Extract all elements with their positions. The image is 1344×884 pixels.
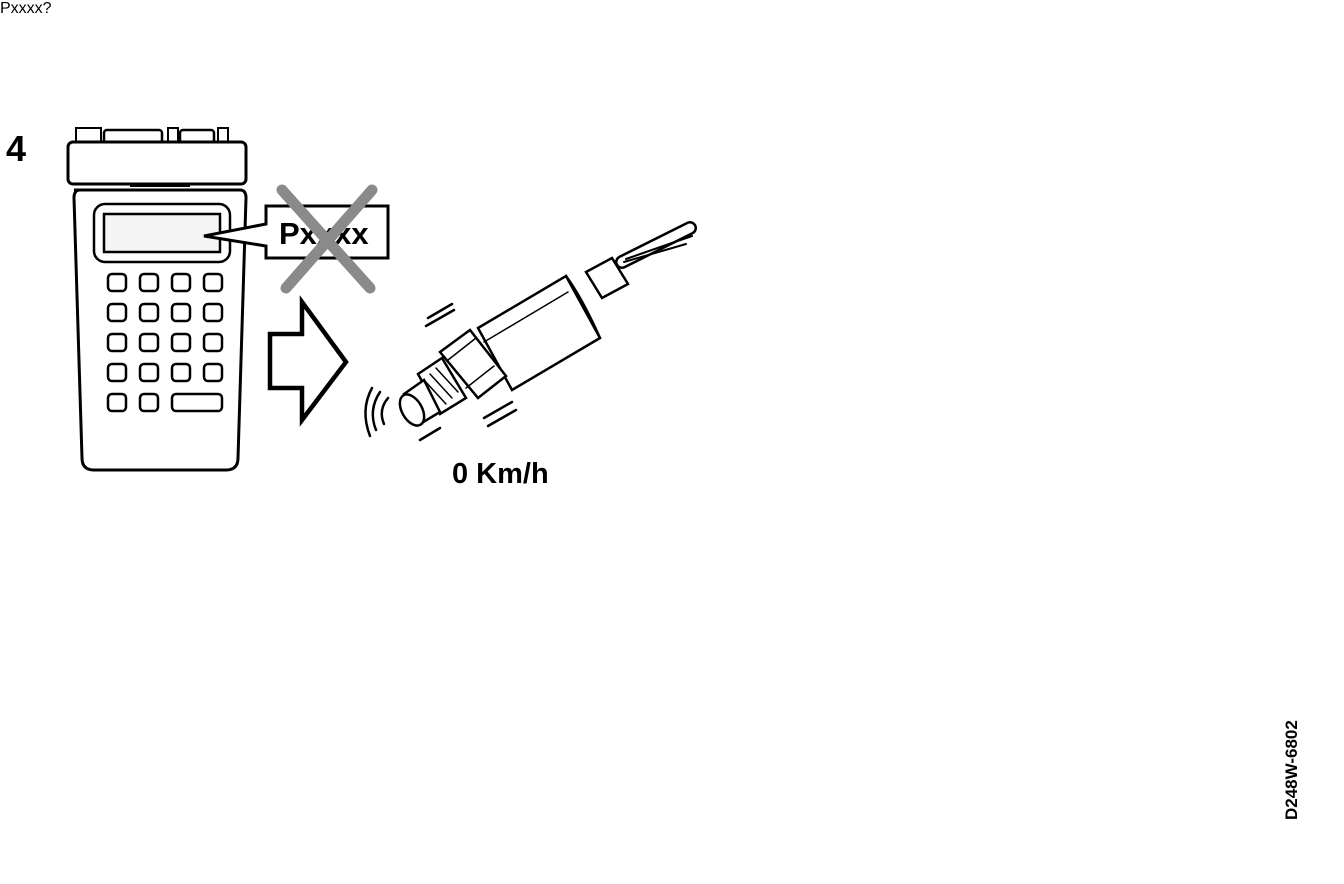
fault-code-right: Pxxxx? — [0, 0, 52, 17]
crossed-out-mark-icon — [276, 184, 378, 294]
figure-code: D248W-6802 — [1282, 720, 1301, 820]
arrow-right-icon: Pxxxx? 0 Km/h D248W-6802 — [0, 0, 1301, 820]
speech-bubble-right: Pxxxx? — [0, 0, 52, 17]
arrow-right-icon — [270, 302, 346, 420]
step-number: 4 — [6, 128, 27, 169]
speed-sensor-icon — [364, 221, 697, 442]
arrow-right-icon: Pxxxx? 0 Km/h D248W-6802 — [0, 0, 1301, 820]
scan-tool-icon — [66, 126, 248, 472]
speed-label: 0 Km/h — [452, 458, 549, 490]
